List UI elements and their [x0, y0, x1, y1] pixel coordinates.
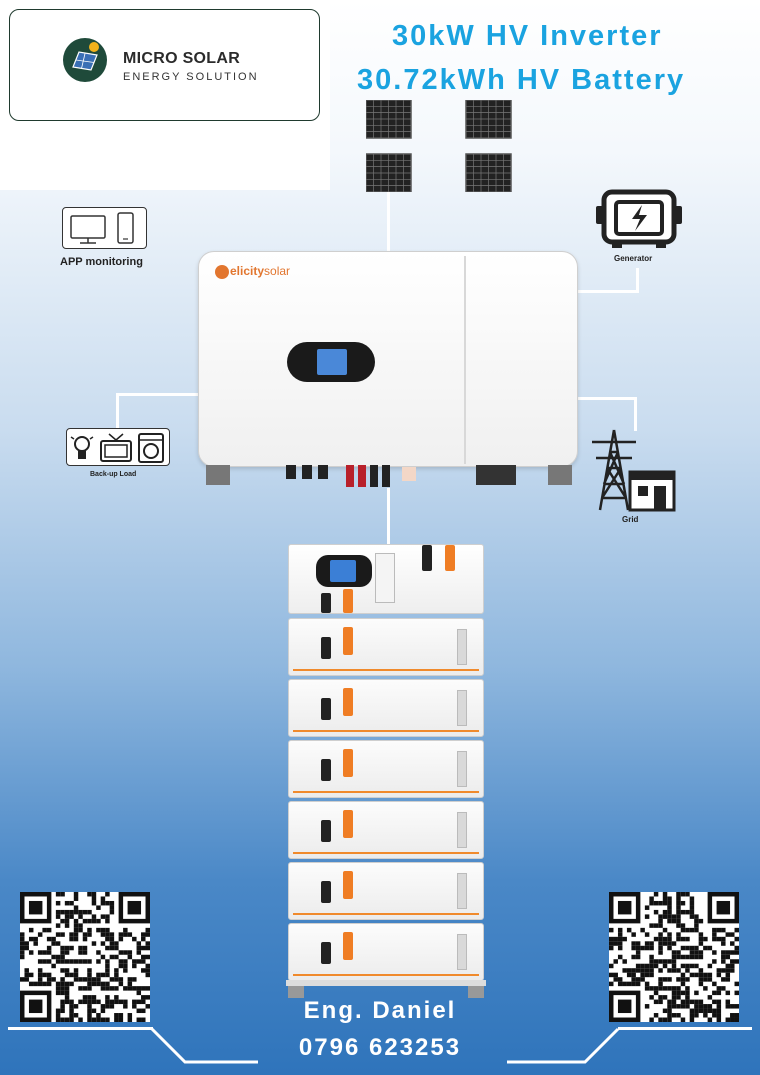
grid-label: Grid — [622, 515, 639, 524]
footer-slant-right — [507, 1027, 620, 1064]
footer-slant-left — [150, 1027, 258, 1064]
bms-terminal-black — [422, 545, 432, 571]
connector-generator-v — [636, 268, 639, 292]
qr-code-right — [609, 892, 739, 1022]
contact-phone: 0796 623253 — [298, 1034, 462, 1061]
connector-generator-h — [578, 290, 639, 293]
logo-box — [9, 9, 320, 121]
connector-backup-h — [116, 393, 200, 396]
qr-code-left — [20, 892, 150, 1022]
connector-battery — [387, 488, 390, 546]
inverter-display — [287, 342, 375, 382]
generator-label: Generator — [614, 254, 653, 263]
app-monitoring-label: APP monitoring — [60, 256, 143, 268]
footer-line-right — [618, 1027, 752, 1030]
solar-panel-logo-icon — [63, 38, 107, 82]
battery-module — [288, 740, 484, 798]
bms-display — [316, 555, 372, 587]
battery-module — [288, 923, 484, 981]
inverter-lcd — [317, 349, 347, 375]
footer-line-left — [8, 1027, 153, 1030]
title-inverter: 30kW HV Inverter — [392, 20, 663, 52]
household-appliances-icon — [70, 433, 164, 463]
monitor-icon — [70, 212, 134, 244]
bms-terminal-orange — [445, 545, 455, 571]
backup-load-label: Back-up Load — [90, 471, 137, 478]
inverter-door-seam — [464, 256, 466, 464]
connector-panels — [387, 191, 390, 253]
connector-grid-h — [578, 397, 637, 400]
battery-module — [288, 679, 484, 737]
bms-breaker — [375, 553, 395, 603]
battery-module — [288, 801, 484, 859]
battery-module — [288, 618, 484, 676]
battery-module — [288, 862, 484, 920]
title-battery: 30.72kWh HV Battery — [357, 64, 686, 96]
backup-load-card — [66, 428, 170, 466]
app-monitoring-card — [62, 207, 147, 249]
battery-stack — [288, 544, 484, 981]
connector-grid-v — [634, 397, 637, 431]
inverter-brand-label: elicitysolar — [215, 264, 290, 279]
bms-terminal-black-2 — [321, 593, 331, 613]
felicity-logo-icon — [215, 264, 229, 279]
contact-name: Eng. Daniel — [303, 997, 457, 1024]
solar-panels-icon — [366, 100, 512, 192]
brand-name: MICRO SOLAR — [123, 50, 241, 67]
connector-backup-v — [116, 393, 119, 429]
battery-stand-feet — [286, 980, 486, 998]
hybrid-inverter: elicitysolar — [198, 251, 578, 467]
generator-icon — [596, 189, 682, 248]
brand-tagline: ENERGY SOLUTION — [123, 71, 259, 83]
bms-terminal-orange-2 — [343, 589, 353, 613]
inverter-bottom-ports — [206, 465, 572, 487]
grid-tower-icon — [592, 429, 676, 512]
bms-lcd — [330, 560, 356, 582]
battery-control-box — [288, 544, 484, 614]
